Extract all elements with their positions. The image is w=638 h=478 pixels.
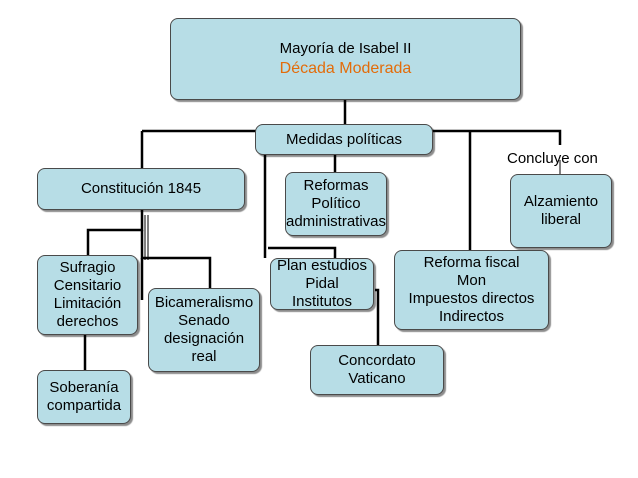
node-medidas-politicas: Medidas políticas — [255, 124, 433, 155]
connector-plan-concordato — [375, 288, 380, 345]
title-line2: Década Moderada — [279, 60, 412, 77]
node-concordato: Concordato Vaticano — [310, 345, 444, 395]
connector-constitucion-children — [86, 210, 144, 255]
node-reforma-fiscal: Reforma fiscal Mon Impuestos directos In… — [394, 250, 549, 330]
node-sufragio: Sufragio Censitario Limitación derechos — [37, 255, 138, 335]
title-line1: Mayoría de Isabel II — [279, 40, 412, 57]
node-soberania: Soberanía compartida — [37, 370, 131, 424]
node-bicameralismo: Bicameralismo Senado designación real — [148, 288, 260, 372]
title-box: Mayoría de Isabel II Década Moderada — [170, 18, 521, 100]
edge-label-concluye: Concluye con — [507, 150, 598, 167]
connector-cross — [268, 246, 337, 260]
node-plan-estudios: Plan estudios Pidal Institutos — [270, 257, 374, 310]
node-constitucion: Constitución 1845 — [37, 168, 245, 210]
connector-bicameral — [140, 230, 212, 288]
node-alzamiento: Alzamiento liberal — [510, 174, 612, 248]
node-reformas: Reformas Político administrativas — [285, 172, 387, 236]
